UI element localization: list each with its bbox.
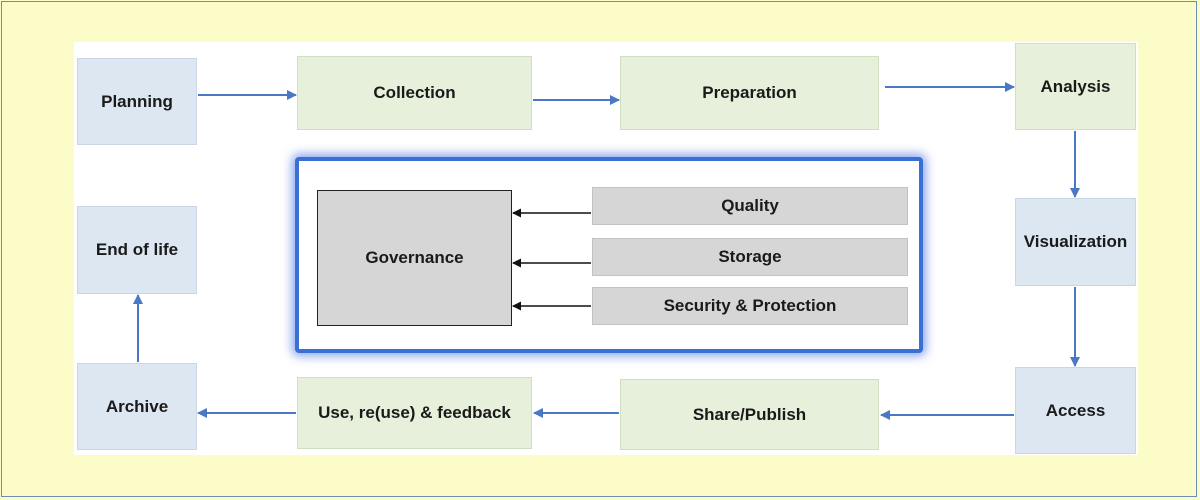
- stage-archive: Archive: [77, 363, 197, 450]
- stage-end-of-life: End of life: [77, 206, 197, 294]
- governance-component-storage: Storage: [592, 238, 908, 276]
- stage-planning: Planning: [77, 58, 197, 145]
- stage-visualization: Visualization: [1015, 198, 1136, 286]
- governance-component-quality: Quality: [592, 187, 908, 225]
- stage-analysis: Analysis: [1015, 43, 1136, 130]
- stage-access: Access: [1015, 367, 1136, 454]
- stage-share-publish: Share/Publish: [620, 379, 879, 450]
- stage-preparation: Preparation: [620, 56, 879, 130]
- governance-component-security: Security & Protection: [592, 287, 908, 325]
- governance-box: Governance: [317, 190, 512, 326]
- stage-collection: Collection: [297, 56, 532, 130]
- stage-use-reuse: Use, re(use) & feedback: [297, 377, 532, 449]
